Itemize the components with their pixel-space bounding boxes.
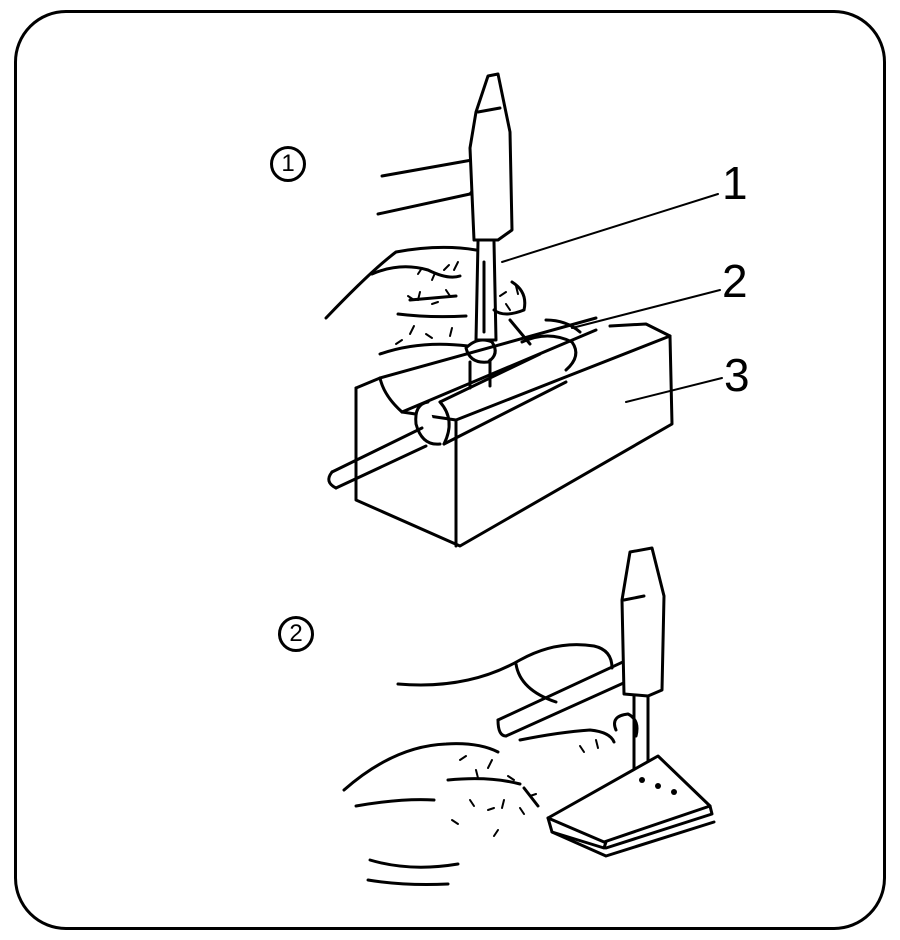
hammer-2-head — [620, 546, 666, 698]
cylinder-part — [414, 352, 568, 446]
punch-tool — [474, 240, 498, 342]
callout-2-leader — [571, 289, 721, 329]
hand-2-upper — [396, 643, 614, 704]
callout-3-label: 3 — [724, 349, 750, 401]
step-2-marker: 2 — [278, 616, 314, 652]
step-1-marker: 1 — [270, 146, 306, 182]
metal-plate — [546, 754, 716, 858]
callout-1-label: 1 — [722, 157, 748, 209]
step-2-number: 2 — [289, 620, 303, 647]
step-1-number: 1 — [281, 150, 295, 177]
hammer-1-handle — [376, 158, 480, 216]
hammer-1-head — [468, 72, 514, 242]
rod-part — [327, 426, 428, 490]
punch-marks — [639, 777, 677, 795]
callout-2-label: 2 — [722, 255, 748, 307]
hand-1 — [324, 245, 532, 356]
hand-2-lower — [342, 712, 639, 886]
callout-1-leader — [501, 193, 719, 263]
callout-3-leader — [625, 377, 723, 403]
v-block — [354, 316, 674, 548]
